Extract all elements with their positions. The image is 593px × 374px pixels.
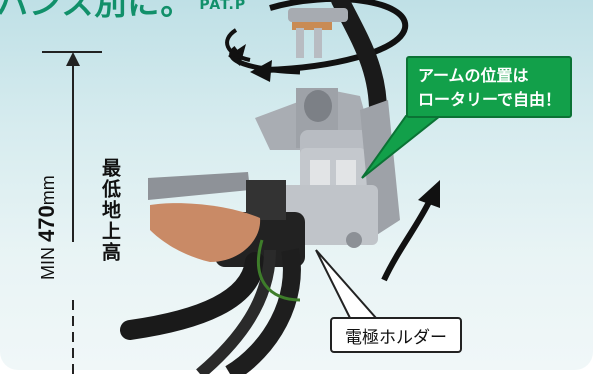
- dimension-prefix: MIN: [38, 242, 58, 280]
- dimension-value: 470: [34, 205, 59, 242]
- headline-text: ハンス別に。: [0, 0, 194, 22]
- electrode-holder-label: 電極ホルダー: [345, 327, 447, 348]
- electrode-holder-callout: 電極ホルダー: [330, 317, 462, 353]
- height-dimension-line: [66, 52, 80, 374]
- dimension-unit: mm: [38, 175, 58, 206]
- grip-handle: [150, 180, 305, 267]
- rotation-arrow-icon: [225, 0, 409, 82]
- upper-electrode: [288, 8, 348, 58]
- headline: ハンス別に。 PAT.P: [0, 0, 247, 22]
- lower-cables: [120, 239, 301, 374]
- arm-callout-line-1: アームの位置は: [418, 66, 529, 85]
- patent-mark: PAT.P: [199, 0, 247, 13]
- handle-bar: [148, 172, 250, 200]
- ground-clearance-label: 最低地上高: [99, 158, 121, 263]
- arm-callout-line-2: ロータリーで自由！: [418, 90, 562, 109]
- dimension-label: MIN 470mm: [34, 175, 60, 280]
- holder-callout-tail: [315, 249, 379, 319]
- rotation-arrow-lower-icon: [381, 180, 440, 282]
- arm-position-callout: アームの位置は ロータリーで自由！: [406, 56, 572, 118]
- dimension-top-tick: [42, 51, 102, 53]
